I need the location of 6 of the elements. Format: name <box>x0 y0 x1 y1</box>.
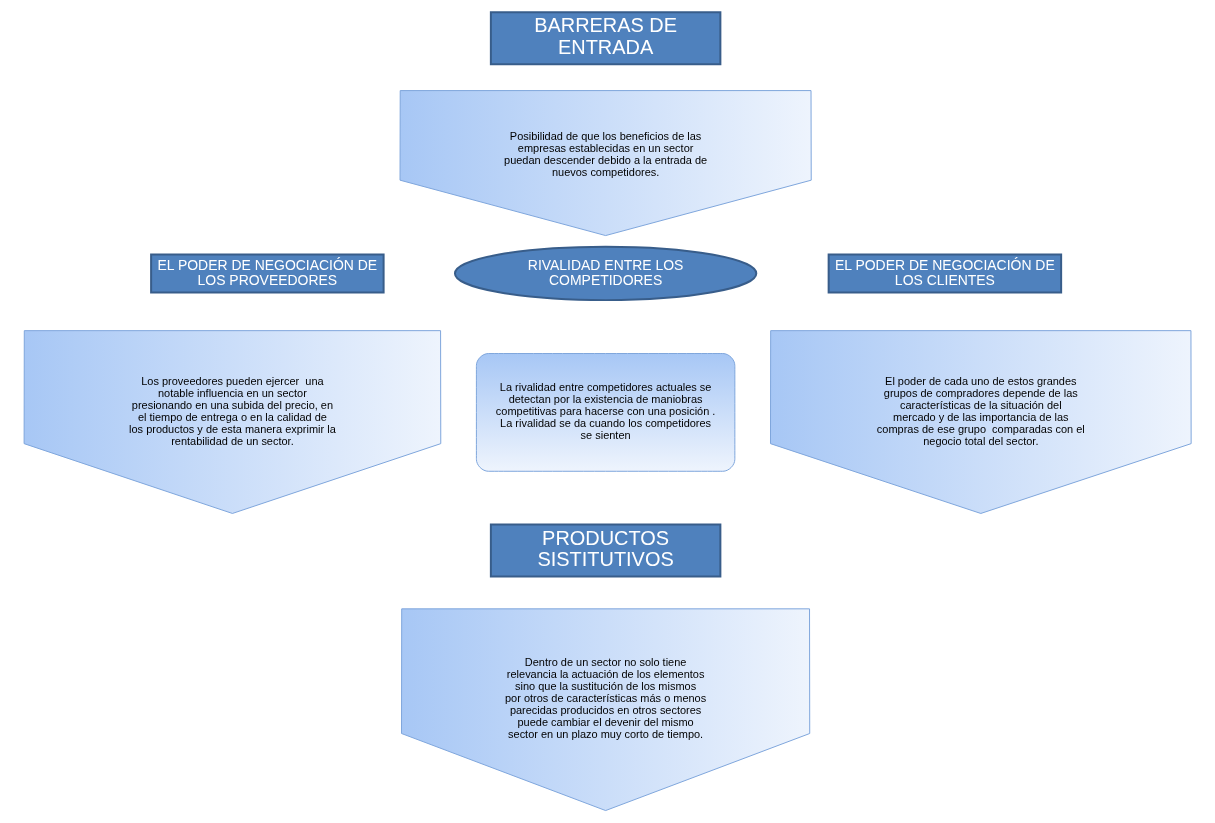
node-box: PRODUCTOS SISTITUTIVOS <box>489 523 722 578</box>
node-box: BARRERAS DE ENTRADA <box>489 11 722 66</box>
node-box: La rivalidad entre competidores actuales se detectan por la existencia de maniobras competitivas para hacerse con una posición . La rivalidad se da cuando los competidores se sienten <box>475 353 736 472</box>
node-box: EL PODER DE NEGOCIACIÓN DE LOS CLIENTES <box>827 253 1063 294</box>
node-ellipse: RIVALIDAD ENTRE LOS COMPETIDORES <box>453 245 758 302</box>
node-box: EL PODER DE NEGOCIACIÓN DE LOS PROVEEDORES <box>150 253 385 294</box>
